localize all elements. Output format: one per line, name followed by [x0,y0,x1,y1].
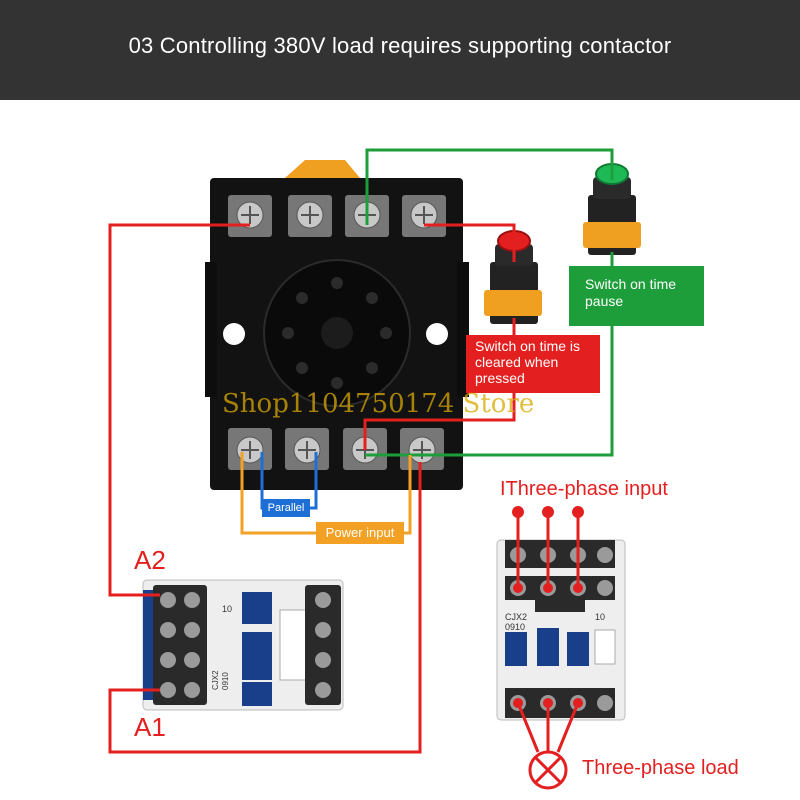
label-parallel: Parallel [262,499,310,517]
contactor-right [496,539,626,721]
mount-hole-left [223,323,245,345]
red-wire-clear-button-in [424,223,516,262]
red-wire-a1 [108,462,422,754]
label-power-input: Power input [316,522,404,544]
mount-hole-right [426,323,448,345]
contactor-right-model-2: 0910 [505,622,525,632]
contactor-left-model-2: 0910 [221,672,230,690]
red-wire-a2 [108,223,250,597]
contactor-right-aux-label: 10 [595,612,605,622]
time-relay-base [205,160,469,490]
label-switch-pause: Switch on time pause [569,266,704,326]
contactor-left-model-1: CJX2 [211,670,220,690]
label-switch-clear: Switch on time is cleared when pressed [466,335,600,393]
contactor-right-model-1: CJX2 [505,612,527,622]
store-watermark: Shop1104750174 Store [222,389,535,419]
label-coil-a1: A1 [134,712,166,742]
label-coil-a2: A2 [134,545,166,575]
contactor-left [142,579,344,711]
label-three-phase-load: Three-phase load [582,757,739,779]
green-wire-pause-in [365,148,614,225]
contactor-left-aux-label: 10 [222,604,232,614]
label-three-phase-input: IThree-phase input [500,478,668,500]
three-phase-input-lines [512,506,584,593]
three-phase-load [513,698,583,790]
banner-title: 03 Controlling 380V load requires suppor… [128,33,672,58]
title-banner: 03 Controlling 380V load requires suppor… [0,0,800,100]
